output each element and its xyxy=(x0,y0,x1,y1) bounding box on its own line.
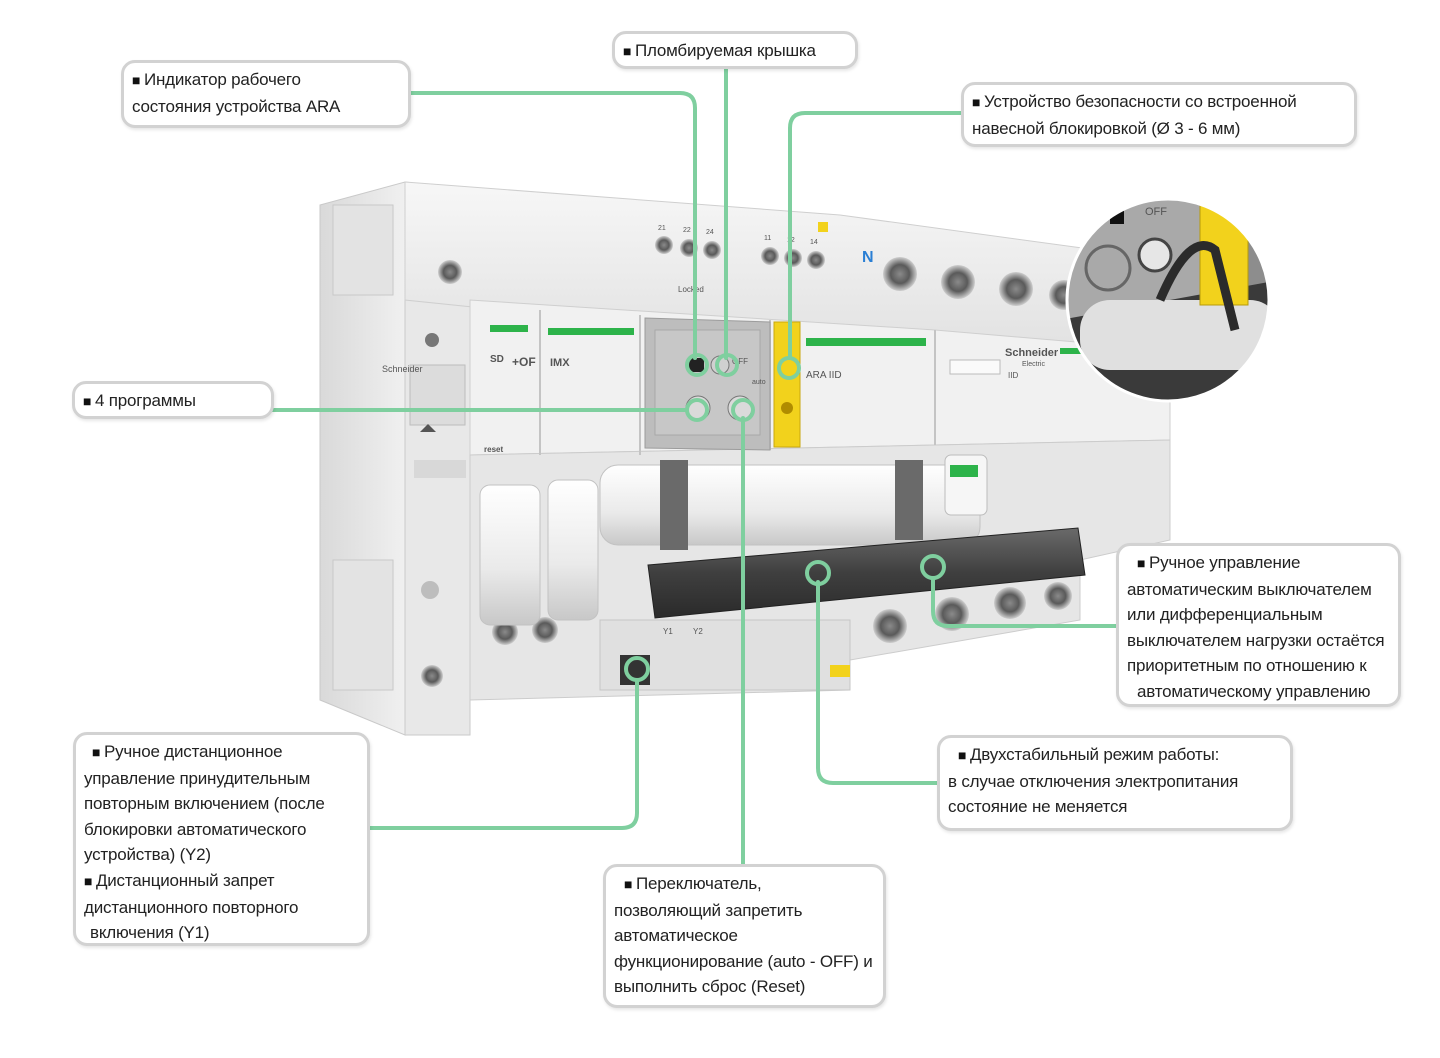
indicator-strip xyxy=(548,328,634,335)
callout-line: Устройство безопасности со встроенной xyxy=(972,89,1346,116)
handle-bar xyxy=(647,527,1086,619)
toggle-sleeve xyxy=(479,484,541,626)
marker-bistable xyxy=(805,560,831,586)
marker-seal xyxy=(715,353,739,377)
callout-line: управление принудительным xyxy=(84,768,311,788)
indicator-strip xyxy=(806,338,926,346)
reset-label: reset xyxy=(484,445,503,454)
imx-label: IMX xyxy=(550,357,570,369)
terminal-number: 21 xyxy=(658,225,666,232)
terminal-number: 14 xyxy=(810,239,818,246)
callout-switch: Переключатель, позволяющий запретить авт… xyxy=(603,864,886,1008)
callout-line: состояния устройства ARA xyxy=(132,96,341,116)
auto-label: auto xyxy=(752,379,766,386)
callout-line: в случае отключения электропитания xyxy=(948,771,1239,791)
terminal-numbers-a: 21 22 24 xyxy=(658,225,714,236)
marker-manual xyxy=(920,554,946,580)
inset-off-label: OFF xyxy=(1145,206,1167,218)
callout-line: Дистанционный запрет xyxy=(84,868,359,895)
lock-icon xyxy=(1137,237,1173,273)
of-label: +OF xyxy=(512,355,536,369)
terminal-number: 11 xyxy=(764,235,771,242)
indicator-strip xyxy=(490,325,528,332)
callout-line: повторным включением (после xyxy=(84,794,325,814)
callout-line: состояние не меняется xyxy=(948,797,1128,817)
y2-label: Y2 xyxy=(693,627,703,636)
padlock-shackle-icon xyxy=(1155,241,1240,332)
callout-line: навесной блокировкой (Ø 3 - 6 мм) xyxy=(972,118,1241,138)
callout-line: Индикатор рабочего xyxy=(132,67,400,94)
y1-label: Y1 xyxy=(663,627,673,636)
callout-line: выключателем нагрузки остаётся xyxy=(1127,630,1385,650)
callout-padlock: Устройство безопасности со встроенной на… xyxy=(961,82,1357,147)
leader-bistable xyxy=(816,580,940,785)
locked-label: Locked xyxy=(678,285,704,294)
off-label: OFF xyxy=(732,357,748,366)
terminal-number: 22 xyxy=(683,227,691,234)
toggle-sleeve xyxy=(547,479,599,621)
callout-line: или дифференциальным xyxy=(1127,605,1323,625)
callout-line: дистанционного повторного xyxy=(84,897,299,917)
callout-line: Ручное управление xyxy=(1127,550,1390,577)
padlock-device xyxy=(773,321,801,448)
callout-indicator: Индикатор рабочего состояния устройства … xyxy=(121,60,411,128)
callout-bistable: Двухстабильный режим работы: в случае от… xyxy=(937,735,1293,831)
marker-remote xyxy=(624,656,650,682)
sd-label: SD xyxy=(490,354,504,365)
device-illustration: Schneider Electric Schneider +OF SD IMX … xyxy=(319,181,1186,736)
callout-line: устройства) (Y2) xyxy=(84,845,211,865)
brand-logo: Schneider xyxy=(1005,347,1059,359)
leader-padlock xyxy=(788,111,965,360)
callout-line: функционирование (auto - OFF) и xyxy=(614,951,873,971)
marker-padlock xyxy=(777,356,801,380)
iid-label: IID xyxy=(1008,371,1018,380)
brand-logo: Schneider xyxy=(382,364,423,374)
marker-switch xyxy=(731,398,755,422)
callout-programs: 4 программы xyxy=(72,381,274,419)
n-label: N xyxy=(862,249,874,266)
terminal-number: 24 xyxy=(706,229,714,236)
leader-lines xyxy=(271,64,1119,867)
brand-logo-sub: Electric xyxy=(1022,361,1045,368)
callout-line: Двухстабильный режим работы: xyxy=(948,742,1282,769)
callout-line: Переключатель, xyxy=(614,871,875,898)
callout-line: выполнить сброс (Reset) xyxy=(614,977,806,997)
callout-line: автоматическому управлению xyxy=(1137,681,1371,701)
callout-line: Пломбируемая крышка xyxy=(623,38,847,65)
marker-indicator xyxy=(685,353,709,377)
callout-remote-control: Ручное дистанционное управление принудит… xyxy=(73,732,370,946)
callout-seal-cover: Пломбируемая крышка xyxy=(612,31,858,69)
leader-manual xyxy=(931,576,1119,628)
callout-line: включения (Y1) xyxy=(90,923,210,943)
callout-line: автоматическим выключателем xyxy=(1127,579,1372,599)
leader-remote xyxy=(366,678,639,830)
leader-markers xyxy=(624,353,946,682)
callout-line: 4 программы xyxy=(83,388,263,415)
callout-line: Ручное дистанционное xyxy=(84,739,359,766)
callout-manual-priority: Ручное управление автоматическим выключа… xyxy=(1116,543,1401,707)
callout-line: автоматическое xyxy=(614,926,738,946)
marker-programs xyxy=(685,398,709,422)
callout-line: блокировки автоматического xyxy=(84,819,307,839)
ara-label: ARA IID xyxy=(806,370,842,381)
callout-line: приоритетным по отношению к xyxy=(1127,656,1367,676)
leader-indicator xyxy=(408,91,697,360)
callout-line: позволяющий запретить xyxy=(614,900,803,920)
